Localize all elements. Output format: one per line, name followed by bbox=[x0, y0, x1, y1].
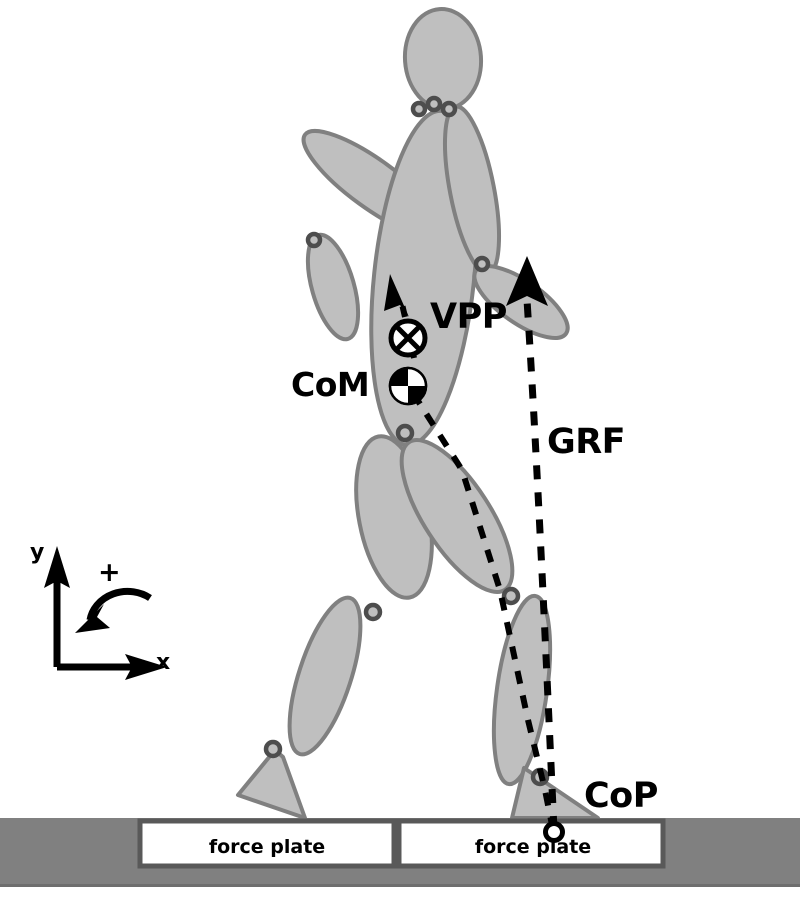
com-marker-icon bbox=[388, 366, 428, 406]
y-axis-arrowhead-icon bbox=[44, 546, 70, 588]
rotation-arc bbox=[86, 587, 152, 621]
vpp-label: VPP bbox=[430, 297, 507, 337]
force-plate-2[interactable] bbox=[396, 818, 666, 869]
joint-shoulder-right-icon bbox=[440, 100, 458, 118]
y-axis-label: y bbox=[30, 540, 44, 565]
cop-label: CoP bbox=[584, 776, 658, 816]
force-plate-group bbox=[137, 818, 666, 869]
cop-marker-icon bbox=[543, 821, 565, 843]
left-foot bbox=[236, 748, 307, 820]
joint-shoulder-left-icon bbox=[410, 100, 428, 118]
grf-arrowhead-icon bbox=[506, 256, 548, 306]
x-axis-label: x bbox=[156, 650, 170, 675]
left-shank bbox=[287, 595, 363, 757]
grf-label: GRF bbox=[547, 422, 626, 462]
joint-knee-left-icon bbox=[363, 602, 383, 622]
left-forearm bbox=[305, 232, 361, 342]
stick-figure-body bbox=[236, 7, 600, 820]
force-plate-1-label: force plate bbox=[208, 836, 326, 858]
x-axis-arrowhead-icon bbox=[125, 654, 167, 680]
force-plate-2-label: force plate bbox=[474, 836, 592, 858]
joint-markers bbox=[263, 95, 550, 787]
joint-elbow-left-icon bbox=[305, 231, 323, 249]
vpp-marker-icon bbox=[388, 318, 428, 358]
rotation-arrowhead-icon bbox=[75, 604, 110, 633]
rotation-sign-label: + bbox=[98, 557, 121, 588]
head bbox=[402, 7, 484, 111]
grf-line bbox=[523, 299, 558, 831]
com-label: CoM bbox=[291, 365, 370, 404]
force-plate-1[interactable] bbox=[137, 818, 397, 869]
joint-knee-right-icon bbox=[501, 586, 521, 606]
coordinate-system bbox=[44, 546, 167, 680]
joint-elbow-right-icon bbox=[473, 255, 491, 273]
joint-neck-icon bbox=[425, 95, 443, 113]
joint-ankle-left-icon bbox=[263, 739, 283, 759]
joint-hip-icon bbox=[395, 423, 415, 443]
vpp-arrowhead-icon bbox=[384, 274, 409, 317]
com-to-cop-line bbox=[410, 391, 556, 831]
